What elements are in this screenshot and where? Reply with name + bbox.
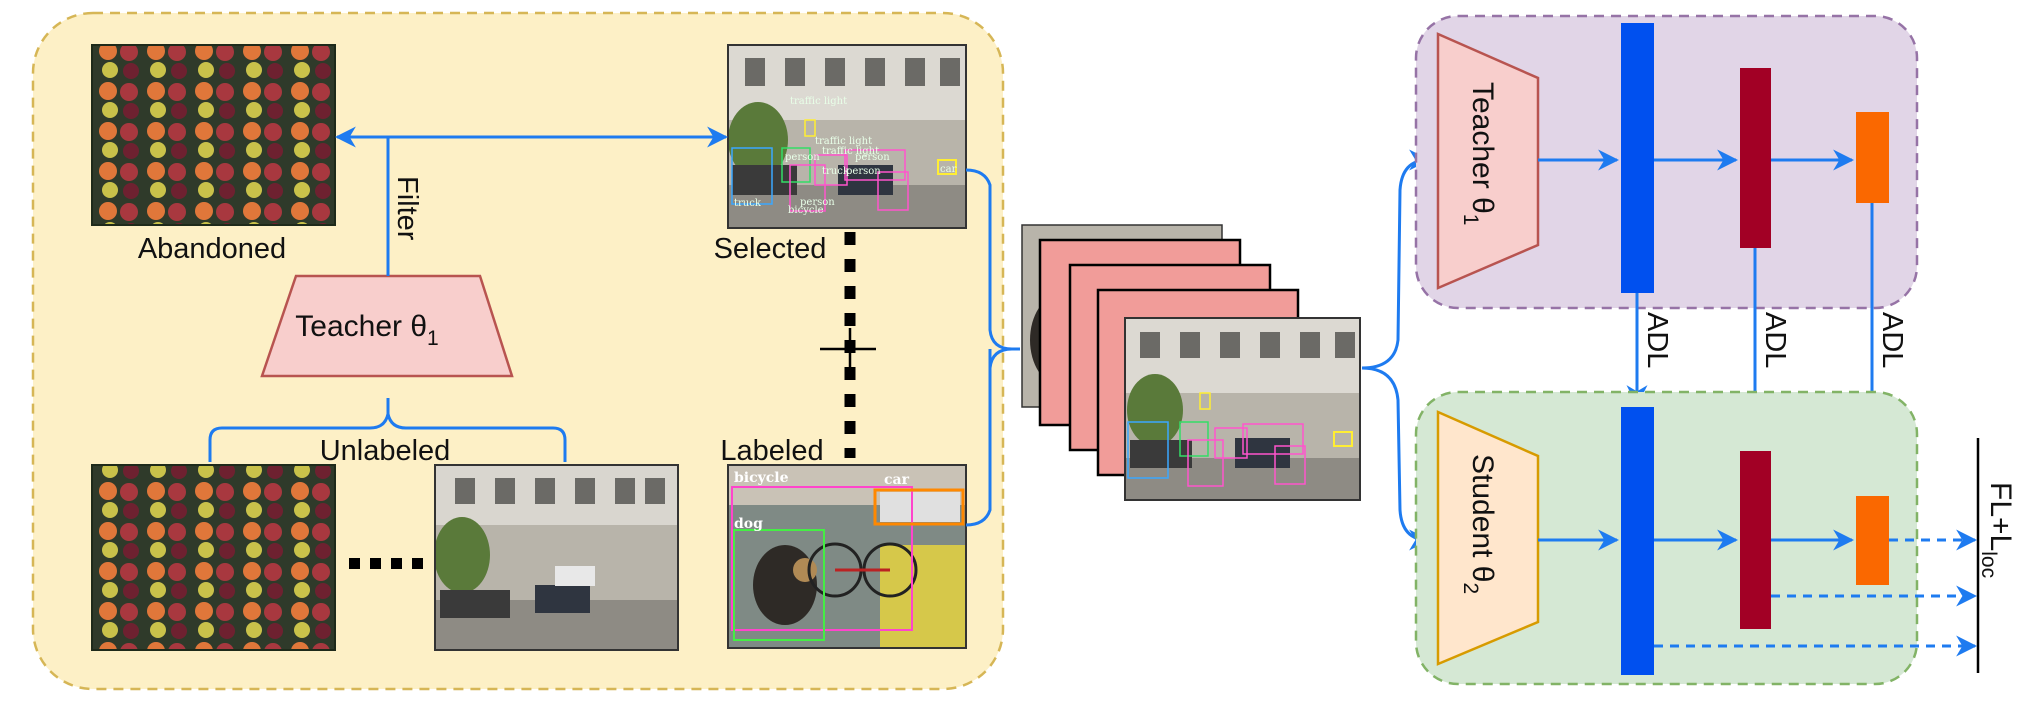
teacher-layer-3 <box>1856 112 1889 203</box>
adl-label-3: ADL <box>1876 312 1908 368</box>
labeled-image: bicycle dog car <box>727 464 967 649</box>
teacher-network-left <box>260 274 514 378</box>
student-label: Student θ2 <box>1459 454 1499 594</box>
student-network <box>1436 410 1540 666</box>
student-label-sub: 2 <box>1459 582 1482 594</box>
student-layer-3 <box>1856 496 1889 585</box>
det-label-10: car <box>940 164 957 175</box>
teacher-network-right <box>1436 32 1540 290</box>
loss-label: FL+Lloc <box>1977 482 2017 578</box>
det-label-1: traffic light <box>815 136 872 147</box>
teacher-label-left-sub: 1 <box>427 327 439 350</box>
teacher-layer-1 <box>1621 23 1654 293</box>
selected-label: Selected <box>714 233 827 265</box>
fork-arrow-teacher <box>1361 149 1431 370</box>
det-label-6: truck <box>822 166 850 177</box>
pet-label-dog: dog <box>734 516 763 532</box>
det-label-4: person <box>855 152 890 163</box>
adl-label-1: ADL <box>1641 312 1673 368</box>
abandoned-label: Abandoned <box>138 233 286 265</box>
student-panel <box>1414 390 1919 686</box>
teacher-panel <box>1414 14 1919 310</box>
student-layer-1 <box>1621 407 1654 675</box>
labeled-label: Labeled <box>720 435 823 467</box>
loss-label-sub: loc <box>1977 551 2000 578</box>
teacher-label-right: Teacher θ1 <box>1459 82 1499 225</box>
abandoned-image <box>91 44 336 226</box>
loss-label-text: FL+L <box>1984 482 2017 551</box>
det-label-3: person <box>785 152 820 163</box>
det-label-8: person <box>846 166 881 177</box>
pet-label-bicycle: bicycle <box>734 470 789 486</box>
det-label-5: person <box>800 197 835 208</box>
filter-label: Filter <box>391 176 423 241</box>
teacher-label-left: Teacher θ1 <box>295 310 438 350</box>
image-stack <box>1021 224 1361 501</box>
det-label-9: bicycle <box>788 205 824 216</box>
merge-bracket <box>965 168 1020 527</box>
unlabeled-bracket <box>208 398 567 462</box>
teacher-label-right-sub: 1 <box>1459 214 1482 226</box>
det-label-7: truck <box>734 198 762 209</box>
unlabeled-image-fruit <box>91 464 336 651</box>
student-layer-2 <box>1740 451 1771 629</box>
selected-image: traffic light traffic light traffic ligh… <box>727 44 967 229</box>
student-label-text: Student θ <box>1466 454 1499 582</box>
adl-label-2: ADL <box>1759 312 1791 368</box>
det-label-0: traffic light <box>790 96 847 107</box>
unlabeled-label: Unlabeled <box>320 435 451 467</box>
fork-arrow-student <box>1361 366 1431 551</box>
det-label-2: traffic light <box>822 146 879 157</box>
unlabeled-image-street <box>434 464 679 651</box>
teacher-label-right-text: Teacher θ <box>1466 82 1499 214</box>
pet-label-car: car <box>884 472 910 488</box>
teacher-label-left-text: Teacher θ <box>295 310 427 343</box>
stack-front-image <box>1124 317 1361 501</box>
teacher-layer-2 <box>1740 68 1771 248</box>
unlabeled-ellipsis <box>349 558 423 569</box>
